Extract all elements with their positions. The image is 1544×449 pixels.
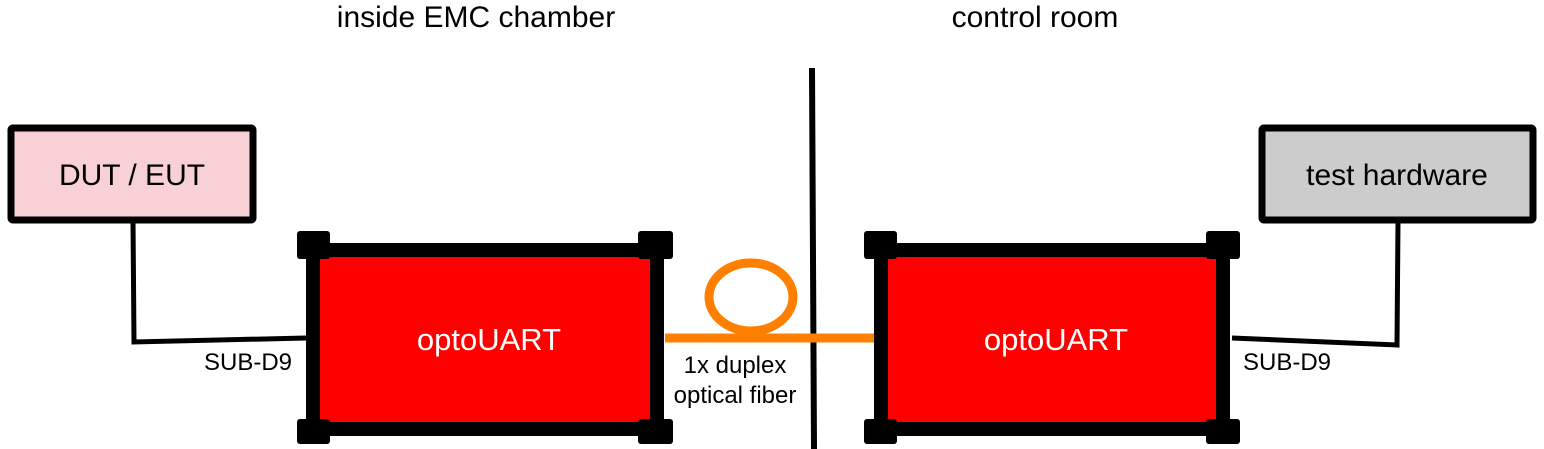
- optouart-right: optoUART: [864, 231, 1240, 444]
- optouart-left-label: optoUART: [417, 322, 561, 357]
- test-hardware-label: test hardware: [1306, 159, 1488, 192]
- zone-title-control-room: control room: [952, 1, 1119, 34]
- left-connector-label: SUB-D9: [204, 349, 292, 376]
- fiber-loop: [704, 258, 798, 336]
- dut-label: DUT / EUT: [59, 159, 205, 192]
- dut-box: DUT / EUT: [7, 124, 257, 224]
- right-connector-label: SUB-D9: [1243, 349, 1331, 376]
- test-hardware-box: test hardware: [1258, 124, 1537, 224]
- zone-title-emc-chamber: inside EMC chamber: [337, 1, 615, 34]
- fiber-label-line1: 1x duplex: [684, 352, 787, 379]
- optouart-left: optoUART: [297, 231, 673, 444]
- fiber-label-line2: optical fiber: [674, 382, 797, 409]
- cable-optouart-to-test-hardware: [1231, 219, 1401, 348]
- chamber-wall-divider: [809, 67, 817, 449]
- cable-dut-to-optouart: [130, 219, 307, 345]
- optouart-right-label: optoUART: [984, 322, 1128, 357]
